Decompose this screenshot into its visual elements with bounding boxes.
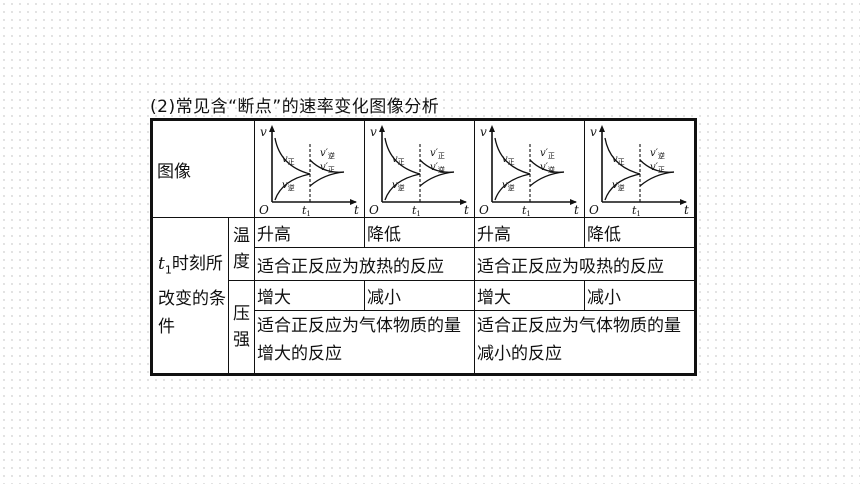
- image-row-label: 图像: [151, 118, 255, 219]
- t-axis-label: t: [574, 203, 579, 216]
- temp-value-3: 升高: [474, 217, 585, 249]
- v-axis-label: v: [590, 125, 597, 139]
- reverse-rate-curve: [383, 173, 420, 201]
- t1-tick-label: t1: [412, 204, 421, 216]
- curve-label-reverse: v逆: [282, 180, 295, 192]
- forward-rate-curve: [603, 138, 640, 175]
- t1-tick-label: t1: [522, 204, 531, 216]
- t-axis-label: t: [354, 203, 359, 216]
- pressure-desc-1: 适合正反应为气体物质的量增大的反应: [254, 309, 475, 376]
- v-axis-arrow: [378, 125, 385, 133]
- forward-rate-curve: [273, 138, 310, 175]
- t-axis-arrow: [679, 199, 687, 206]
- curve-label-reverse: v逆: [392, 180, 405, 192]
- origin-label: O: [259, 203, 269, 216]
- curve-label-forward: v正: [392, 154, 405, 166]
- t-axis-arrow: [569, 199, 577, 206]
- section-title: (2)常见含“断点”的速率变化图像分析: [150, 97, 440, 117]
- condition-label-sub: 1: [164, 263, 172, 277]
- forward-rate-curve: [383, 138, 420, 175]
- pressure-desc-2: 适合正反应为气体物质的量减小的反应: [474, 309, 696, 376]
- v-axis-arrow: [488, 125, 495, 133]
- condition-label: t1时刻所改变的条件: [151, 217, 229, 375]
- after-lower-curve: [419, 171, 454, 187]
- v-axis-label: v: [480, 125, 487, 139]
- v-axis-label: v: [260, 125, 267, 139]
- t1-tick-label: t1: [302, 204, 311, 216]
- curve-label-reverse: v逆: [502, 180, 515, 192]
- pressure-value-4: 减小: [584, 279, 696, 311]
- after-lower-curve: [309, 171, 344, 187]
- curve-label-reverse: v逆: [612, 180, 625, 192]
- curve-label-forward: v正: [502, 154, 515, 166]
- origin-label: O: [369, 203, 379, 216]
- forward-rate-curve: [493, 138, 530, 175]
- temp-value-2: 降低: [364, 217, 475, 249]
- t-axis-label: t: [464, 203, 469, 216]
- condition-label-var: t: [158, 254, 165, 275]
- reverse-rate-curve: [273, 173, 310, 201]
- temp-desc-2: 适合正反应为吸热的反应: [474, 247, 696, 281]
- reverse-rate-curve: [603, 173, 640, 201]
- temp-value-4: 降低: [584, 217, 696, 249]
- v-axis-arrow: [268, 125, 275, 133]
- v-axis-label: v: [370, 125, 377, 139]
- t-axis-arrow: [349, 199, 357, 206]
- after-upper-label: v′正: [540, 148, 555, 160]
- reverse-rate-curve: [493, 173, 530, 201]
- origin-label: O: [589, 203, 599, 216]
- origin-label: O: [479, 203, 489, 216]
- pressure-label: 压强: [228, 279, 255, 376]
- pressure-value-1: 增大: [254, 279, 365, 311]
- after-lower-label: v′逆: [540, 162, 555, 174]
- pressure-value-2: 减小: [364, 279, 475, 311]
- after-lower-label: v′正: [650, 162, 665, 174]
- temp-desc-1: 适合正反应为放热的反应: [254, 247, 475, 281]
- condition-label-rest: 时刻所改变的条件: [158, 254, 226, 337]
- pressure-value-3: 增大: [474, 279, 585, 311]
- t-axis-label: t: [684, 203, 689, 216]
- after-lower-curve: [639, 171, 674, 187]
- v-axis-arrow: [598, 125, 605, 133]
- t1-tick-label: t1: [632, 204, 641, 216]
- after-lower-label: v′正: [320, 162, 335, 174]
- t-axis-arrow: [459, 199, 467, 206]
- temp-value-1: 升高: [254, 217, 365, 249]
- curve-label-forward: v正: [282, 154, 295, 166]
- after-upper-label: v′正: [430, 148, 445, 160]
- temperature-label: 温度: [228, 217, 255, 281]
- curve-label-forward: v正: [612, 154, 625, 166]
- after-upper-label: v′逆: [320, 148, 335, 160]
- after-upper-label: v′逆: [650, 148, 665, 160]
- after-lower-curve: [529, 171, 564, 187]
- after-lower-label: v′逆: [430, 162, 445, 174]
